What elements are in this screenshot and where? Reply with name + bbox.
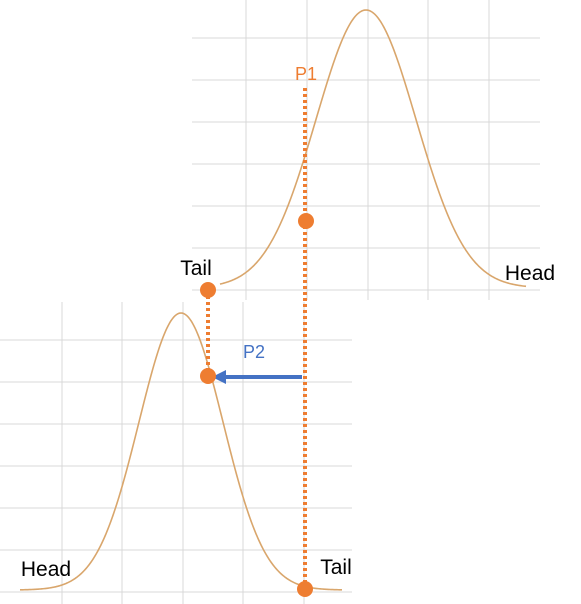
top-distribution-curve bbox=[219, 9, 527, 288]
bottom-panel-grid bbox=[0, 302, 352, 604]
top-head-label: Head bbox=[505, 262, 555, 285]
top-tail-label: Tail bbox=[180, 257, 212, 280]
p1-point bbox=[298, 213, 314, 229]
top-tail-point bbox=[200, 282, 216, 298]
p1-label: P1 bbox=[295, 64, 317, 84]
bottom-head-label: Head bbox=[21, 558, 71, 581]
bottom-tail-label: Tail bbox=[320, 556, 352, 579]
p2-arrow-head bbox=[212, 370, 226, 384]
bottom-distribution-curve bbox=[19, 312, 343, 591]
p2-label: P2 bbox=[243, 342, 265, 362]
top-panel-grid bbox=[192, 0, 540, 300]
p2-point bbox=[200, 368, 216, 384]
bottom-tail-point bbox=[297, 581, 313, 597]
